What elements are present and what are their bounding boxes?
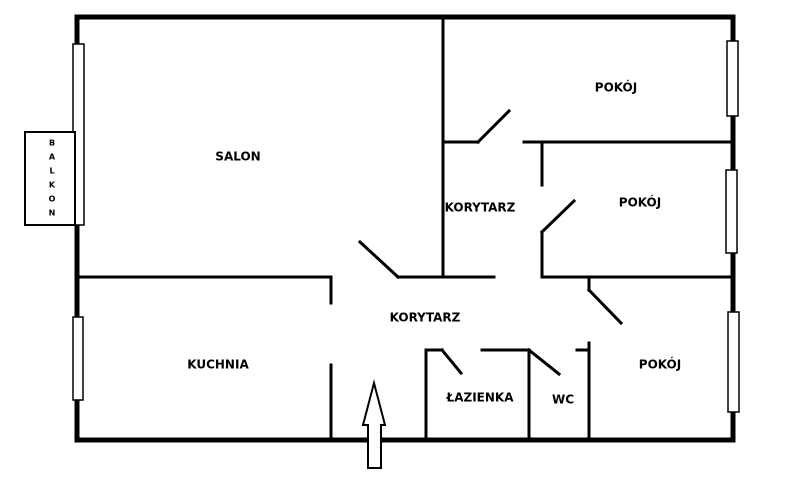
balkon-label: B A L K O N — [49, 139, 56, 218]
label-kuchnia: KUCHNIA — [187, 358, 249, 372]
label-pokoj-bottom: POKÓJ — [639, 357, 681, 372]
window-pokoj-middle — [725, 169, 738, 254]
balkon-letter: N — [49, 209, 56, 218]
balkon-letter: O — [49, 195, 56, 204]
label-korytarz-upper: KORYTARZ — [445, 201, 516, 215]
door-salon[interactable] — [357, 239, 401, 280]
interior-walls — [75, 15, 735, 442]
label-lazienka: ŁAZIENKA — [446, 391, 515, 405]
label-salon: SALON — [215, 150, 260, 164]
window-pokoj-top — [726, 40, 739, 117]
window-pokoj-bottom — [727, 311, 740, 413]
label-pokoj-middle: POKÓJ — [619, 195, 661, 210]
balkon-letter: K — [49, 181, 56, 190]
balkon-letter: L — [49, 167, 54, 176]
door-lazienka[interactable] — [439, 347, 464, 376]
doors — [357, 108, 624, 377]
door-pokoj-top[interactable] — [475, 108, 512, 145]
label-wc: WC — [552, 393, 574, 407]
windows — [72, 40, 740, 413]
door-wc[interactable] — [526, 347, 562, 377]
label-pokoj-top: POKÓJ — [595, 80, 637, 95]
balkon-letter: B — [49, 139, 55, 148]
balkon-letter: A — [49, 153, 56, 162]
balkon — [24, 131, 76, 226]
entrance-arrow-icon — [361, 379, 387, 469]
label-korytarz-lower: KORYTARZ — [390, 311, 461, 325]
door-pokoj-bottom[interactable] — [586, 287, 624, 326]
window-kitchen — [72, 316, 84, 401]
door-pokoj-middle[interactable] — [539, 198, 577, 235]
